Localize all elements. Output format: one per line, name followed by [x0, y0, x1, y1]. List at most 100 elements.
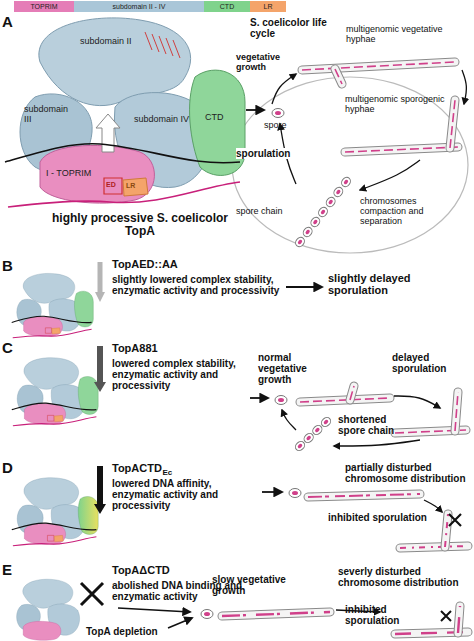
text-label: S. coelicolor life cycle: [250, 17, 342, 39]
domain-label: I - TOPRIM: [46, 168, 93, 178]
spore-symbol: [289, 489, 301, 498]
chromosome: [302, 62, 455, 70]
flow-arrow: [282, 410, 296, 430]
hypha: [400, 546, 468, 548]
topa-protein: [17, 579, 80, 640]
spore-chain: [294, 440, 307, 453]
domain-label: CTD: [205, 112, 225, 122]
effect-arrow: [94, 346, 106, 392]
chromosome: [445, 514, 448, 547]
legend-text: subdomain II - IV: [113, 3, 166, 10]
legend-text: LR: [264, 3, 273, 10]
chromosome: [300, 398, 390, 402]
hypha: [222, 612, 330, 616]
chromosome: [458, 606, 460, 633]
hypha: [308, 494, 420, 497]
ed-motif: [104, 178, 122, 194]
text-label: spore: [264, 120, 287, 130]
text-label: severly disturbed chromosome distributio…: [338, 566, 468, 588]
hypha: [302, 62, 455, 70]
text-label: C: [2, 340, 13, 357]
hypha: [458, 606, 460, 633]
domain-name: subdomain II: [80, 36, 133, 46]
text-label: LR: [126, 182, 135, 190]
domain-name: subdomain III: [24, 104, 76, 124]
toprim-shape: [24, 404, 65, 425]
hypha: [345, 147, 458, 152]
spore-symbol: [201, 610, 213, 619]
text-label: multigenomic vegetative hyphae: [346, 24, 456, 44]
legend-text: CTD: [220, 3, 234, 10]
text-label: TopACTD: [112, 462, 162, 474]
flow-arrow: [334, 440, 420, 446]
text-label: ED: [106, 181, 116, 189]
lr-motif: [123, 178, 148, 196]
ed-motif: [45, 328, 51, 333]
lr-motif: [54, 535, 63, 541]
inhibition-cross: [441, 611, 451, 621]
chromosome: [222, 612, 330, 616]
domain-label: subdomain II: [80, 36, 133, 46]
toprim-shape: [23, 621, 61, 640]
text-label: delayed sporulation: [392, 352, 470, 374]
domain-name: CTD: [205, 112, 225, 122]
spore-chain: [294, 236, 306, 249]
text-label: partially disturbed chromosome distribut…: [345, 462, 469, 484]
hypha: [350, 386, 354, 400]
flow-arrow: [168, 618, 192, 628]
flow-arrow: [394, 396, 440, 408]
dna-strand: [13, 329, 92, 338]
hatch: [152, 34, 159, 52]
sporulation-region: [232, 77, 468, 253]
hypha: [450, 100, 455, 148]
text-label: slightly delayed sporulation: [328, 272, 448, 297]
subdomain-shape: [24, 358, 79, 390]
effect-arrow: [95, 262, 105, 302]
flow-arrow: [250, 397, 268, 399]
hatch: [166, 38, 173, 56]
spore-symbol: [275, 396, 287, 405]
spore-chain: [309, 216, 321, 229]
topa-protein: [12, 358, 98, 426]
spore-symbol: [272, 109, 284, 118]
subdomain-shape: [23, 273, 75, 303]
text-label: highly processive S. coelicolor TopA: [40, 212, 240, 239]
text-label: D: [2, 460, 13, 477]
spore-chain: [302, 432, 315, 445]
hypha: [300, 398, 390, 402]
text-label: TopAED::AA: [112, 258, 178, 270]
text-label: vegetative growth: [236, 52, 294, 72]
toprim-shape: [24, 317, 63, 337]
text-label: inhibited sporulation: [328, 512, 427, 523]
text-label: multigenomic sporogenic hyphae: [345, 94, 445, 114]
chromosome: [450, 100, 455, 148]
domain-label: subdomain III: [24, 104, 76, 124]
legend-swatch: TOPRIM: [14, 1, 74, 12]
flow-arrow: [462, 70, 466, 104]
dna-strand: [12, 403, 97, 410]
topa-protein: [12, 478, 98, 546]
text-label: chromosomes compaction and separation: [360, 196, 464, 226]
lr-motif: [54, 415, 63, 421]
legend-text: TOPRIM: [30, 3, 57, 10]
dna-strand: [13, 537, 97, 546]
spore-chain: [320, 416, 333, 429]
topa-protein: [5, 18, 245, 207]
chromosome: [308, 494, 420, 497]
text-label: B: [2, 258, 13, 275]
subdomain-shape: [39, 18, 191, 106]
text-label: TopA881: [112, 342, 158, 354]
chromosome: [345, 147, 458, 152]
effect-arrow: [94, 466, 106, 514]
dna-strand: [13, 417, 97, 426]
spore-chain: [317, 206, 329, 219]
chromosome: [350, 386, 354, 400]
toprim-shape: [24, 524, 65, 545]
dna-strand: [12, 316, 92, 322]
ed-motif: [47, 415, 53, 421]
text-label: E: [2, 562, 12, 579]
text-label: shortened spore chain: [338, 414, 400, 436]
hatch: [145, 32, 152, 50]
flow-arrow: [360, 160, 420, 190]
